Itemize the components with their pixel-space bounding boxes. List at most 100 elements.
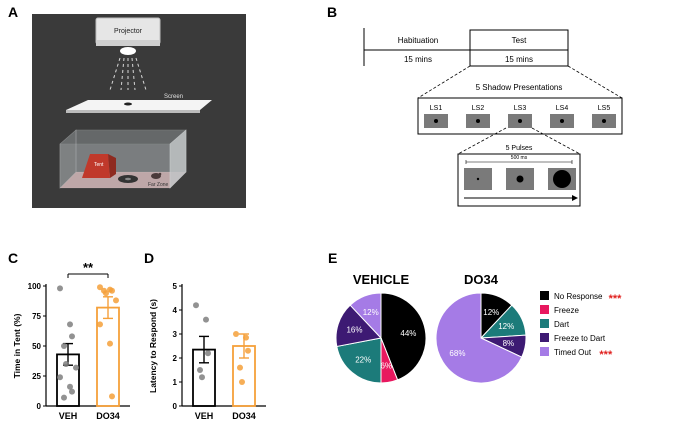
y-tick-label: 3 <box>173 330 178 339</box>
data-point <box>97 284 103 291</box>
panel-letter-b: B <box>327 4 338 20</box>
legend-swatch <box>540 333 549 342</box>
data-point <box>57 285 63 292</box>
pie-slice-freeze-to-dart <box>336 304 382 348</box>
y-tick-label: 1 <box>173 378 178 387</box>
legend-label: Freeze to Dart <box>554 334 606 343</box>
pie-title: VEHICLE <box>353 272 410 287</box>
data-point <box>107 340 113 347</box>
y-axis-label: Time in Tent (%) <box>12 313 22 378</box>
data-point <box>69 388 75 395</box>
pie-slice-label: 12% <box>483 308 499 317</box>
legend-swatch <box>540 319 549 328</box>
data-point <box>109 287 115 294</box>
data-point <box>61 343 67 349</box>
shadow-disc-5 <box>602 119 606 123</box>
data-point <box>97 321 103 328</box>
data-point <box>61 394 67 401</box>
mouse-icon <box>151 173 161 179</box>
legend-significance: *** <box>609 293 623 305</box>
panel-b-timeline: Habituation 15 mins Test 15 mins 5 Shado… <box>363 28 623 207</box>
data-point <box>237 364 243 371</box>
panel-letter-e: E <box>328 250 338 266</box>
screen-shadow-disc <box>124 102 132 106</box>
arena-left-wall <box>59 129 77 189</box>
data-point <box>243 334 249 341</box>
pie-slice-no-response <box>380 292 427 381</box>
floor-shadow-center <box>125 177 131 181</box>
projector-bottom <box>96 40 160 46</box>
habituation-duration: 15 mins <box>404 55 432 64</box>
pie-slice-timed-out <box>349 292 382 340</box>
timeline-frame <box>363 28 569 67</box>
tent-side <box>108 154 116 178</box>
pie-slice-label: 12% <box>363 308 379 317</box>
data-point <box>67 321 73 328</box>
data-point <box>193 302 199 309</box>
y-tick-label: 100 <box>28 282 42 291</box>
y-tick-label: 50 <box>32 342 41 351</box>
significance-marker: ** <box>83 260 94 275</box>
legend-label: Timed Out <box>554 348 592 357</box>
y-tick-label: 4 <box>173 306 178 315</box>
zoom-connectors-2 <box>457 127 581 155</box>
data-point <box>233 331 239 337</box>
legend-label: Freeze <box>554 306 579 315</box>
shadow-label-2: LS2 <box>472 105 485 112</box>
pie-slice-dart <box>336 337 382 384</box>
pulse-frames <box>464 168 576 190</box>
legend-swatch <box>540 305 549 314</box>
data-point <box>69 333 75 340</box>
data-point <box>103 290 109 297</box>
pie-slice-label: 44% <box>400 329 416 338</box>
x-tick-label: VEH <box>195 411 214 421</box>
x-tick-label: DO34 <box>96 411 120 421</box>
data-point <box>199 374 205 381</box>
projector-label: Projector <box>114 28 143 35</box>
legend-swatch <box>540 291 549 300</box>
shadow-disc-4 <box>560 119 564 123</box>
legend-label: Dart <box>554 320 570 329</box>
shadow-title: 5 Shadow Presentations <box>476 83 563 92</box>
data-point <box>67 383 73 390</box>
legend-significance: *** <box>599 349 613 361</box>
data-point <box>205 350 211 357</box>
pulse-duration: 500 ms <box>511 155 528 161</box>
test-label: Test <box>512 36 527 45</box>
y-axis-label: Latency to Respond (s) <box>148 299 158 393</box>
data-point <box>245 347 251 354</box>
y-tick-label: 5 <box>173 282 178 291</box>
pie-slice-label: 12% <box>498 322 514 331</box>
data-point <box>57 374 63 381</box>
pie-slice-label: 68% <box>449 349 465 358</box>
test-duration: 15 mins <box>505 55 533 64</box>
shadow-label-4: LS4 <box>556 105 569 112</box>
data-point <box>197 367 203 373</box>
x-tick-label: VEH <box>59 411 78 421</box>
panel-letter-c: C <box>8 250 19 266</box>
screen-label: Screen <box>164 94 183 100</box>
pie-slice-label: 22% <box>355 355 371 364</box>
y-tick-label: 0 <box>173 402 178 411</box>
pie-slice-label: 8% <box>503 339 515 348</box>
shadow-label-3: LS3 <box>514 105 527 112</box>
screen-edge <box>66 110 200 113</box>
shadow-disc-3 <box>518 119 522 123</box>
legend-swatch <box>540 347 549 356</box>
pulses-title: 5 Pulses <box>506 145 533 152</box>
mouse-ear <box>158 172 162 176</box>
pie-slice-timed-out <box>435 292 523 384</box>
legend-label: No Response <box>554 292 603 301</box>
x-tick-label: DO34 <box>232 411 256 421</box>
zoom-connectors-1 <box>417 65 623 99</box>
data-point <box>63 361 69 367</box>
shadow-disc-1 <box>434 119 438 123</box>
pulses-box <box>457 153 581 207</box>
y-tick-label: 2 <box>173 354 178 363</box>
data-point <box>113 297 119 304</box>
far-zone-label: Far Zone <box>148 182 169 188</box>
